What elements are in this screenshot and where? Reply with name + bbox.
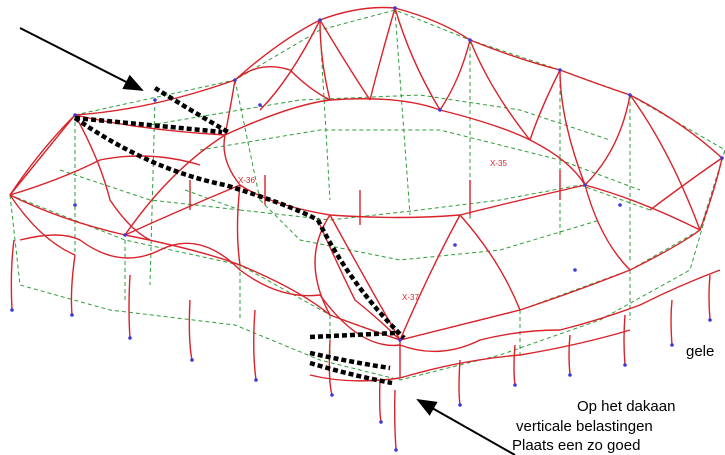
node-markers bbox=[10, 6, 724, 452]
caption-line-3: verticale belastingen bbox=[516, 418, 653, 435]
member-labels: X-36 X-35 X-37 bbox=[238, 159, 507, 302]
member-label-x35: X-35 bbox=[490, 159, 507, 168]
highlight-top-middle bbox=[74, 115, 223, 135]
highlighted-members bbox=[73, 86, 406, 386]
highlight-bottom-middle bbox=[309, 350, 391, 371]
deformed-frame bbox=[9, 6, 723, 451]
caption-line-1: gele bbox=[686, 343, 715, 360]
pointer-arrow-bottom bbox=[416, 399, 516, 455]
highlight-diagonal bbox=[315, 219, 406, 340]
highlight-bottom-upper bbox=[309, 330, 397, 340]
highlight-bottom-lower bbox=[309, 360, 393, 386]
caption-line-2: Op het dakaan bbox=[577, 398, 676, 415]
caption-line-4: Plaats een zo goed bbox=[512, 437, 641, 454]
pointer-arrow-top bbox=[19, 27, 144, 91]
member-label-x36: X-36 bbox=[238, 176, 255, 185]
highlight-top-upper bbox=[153, 86, 230, 134]
member-label-x37: X-37 bbox=[402, 293, 419, 302]
